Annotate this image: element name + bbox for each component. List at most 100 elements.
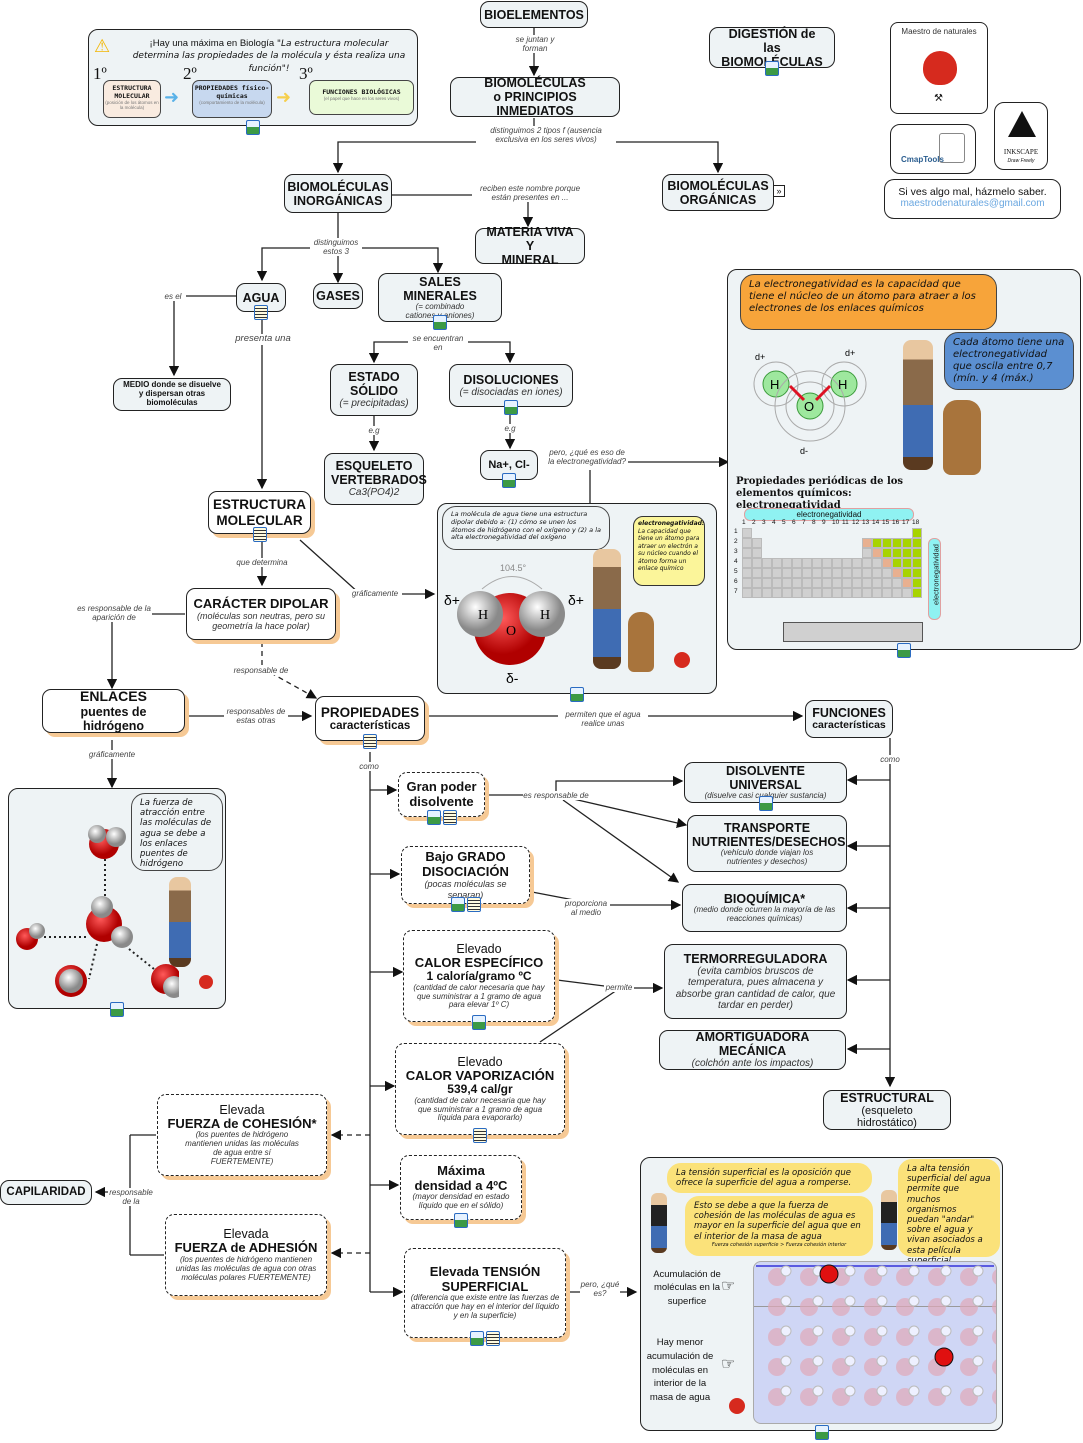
expand-icon[interactable]: » [773,185,785,197]
molecule-bg [844,1265,856,1277]
node-gases[interactable]: GASES [313,283,363,309]
node-termorreguladora[interactable]: TERMORREGULADORA (evita cambios bruscos … [664,944,847,1019]
paw-icon [923,51,957,85]
node-estado-solido[interactable]: ESTADO SÓLIDO (= precipitadas) [330,364,418,416]
node-calor-especifico[interactable]: Elevado CALOR ESPECÍFICO 1 caloría/gramo… [403,930,555,1030]
node-subtitle: (diferencia que existe entre las fuerzas… [410,1293,560,1321]
node-bioquimica[interactable]: BIOQUÍMICA* (medio donde ocurren la mayo… [682,884,847,932]
node-medio[interactable]: MEDIO donde se disuelve y dispersan otra… [113,378,231,411]
image-icon[interactable] [502,473,516,488]
periodic-cell [902,568,912,578]
image-icon[interactable] [504,400,518,415]
image-icon[interactable] [472,1015,486,1030]
image-icon[interactable] [765,61,779,76]
node-caracter-dipolar[interactable]: CARÁCTER DIPOLAR (moléculas son neutras,… [186,588,336,640]
document-icon[interactable] [252,527,267,542]
node-agua[interactable]: AGUA [236,283,286,320]
node-transporte[interactable]: TRANSPORTE NUTRIENTES/DESECHOS (vehículo… [687,815,847,872]
group-label: 6 [792,519,796,526]
node-capilaridad[interactable]: CAPILARIDAD [0,1180,92,1205]
node-gran-poder-disolvente[interactable]: Gran poder disolvente [398,772,485,825]
node-estructura-molecular[interactable]: ESTRUCTURA MOLECULAR [208,491,311,542]
periodic-cell [822,558,832,568]
node-digestion[interactable]: DIGESTIÓN de las BIOMOLÉCULAS [709,27,835,76]
node-disoluciones[interactable]: DISOLUCIONES (= disociadas en iones) [449,364,573,415]
periodic-cell [832,558,842,568]
node-cohesion[interactable]: Elevada FUERZA de COHESIÓN* (los puentes… [157,1094,327,1176]
molecule-bg [812,1295,824,1307]
node-estructural[interactable]: ESTRUCTURAL (esqueleto hidrostático) [823,1090,951,1130]
node-title-2: DISOCIACIÓN [422,863,509,879]
node-disolvente-universal[interactable]: DISOLVENTE UNIVERSAL (disuelve casi cual… [684,762,847,811]
periodic-cell [812,558,822,568]
node-title-2: SUPERFICIAL [441,1278,529,1294]
node-title: MEDIO donde se disuelve y dispersan otra… [123,380,221,407]
node-subtitle: (cantidad de calor necesaria que hay que… [414,1095,546,1123]
periodic-cell [792,558,802,568]
node-materia[interactable]: MATERIA VIVA Y MINERAL [475,225,585,267]
scientist-figure [169,877,191,967]
document-icon[interactable] [254,305,268,320]
node-biomoleculas[interactable]: BIOMOLÉCULAS o PRINCIPIOS INMEDIATOS [450,76,620,118]
node-organicas[interactable]: BIOMOLÉCULAS ORGÁNICAS [662,174,774,211]
image-icon[interactable] [426,810,441,825]
image-icon[interactable] [570,687,584,702]
node-disociacion[interactable]: Bajo GRADO DISOCIACIÓN (pocas moléculas … [401,846,530,912]
node-propiedades[interactable]: PROPIEDADES características [315,696,425,749]
node-amortiguadora[interactable]: AMORTIGUADORA MECÁNICA (colchón ante los… [659,1030,846,1070]
node-funciones[interactable]: FUNCIONES características [805,700,893,738]
image-icon[interactable] [814,1425,829,1440]
image-icon[interactable] [897,643,911,658]
document-icon[interactable] [363,734,377,749]
node-title: GASES [316,289,360,303]
periodic-cell [812,578,822,588]
image-icon[interactable] [246,120,260,135]
logo-maestro: Maestro de naturales ⚒ [890,22,988,114]
pointing-hand-icon: ☞ [721,1278,736,1295]
node-bioelementos[interactable]: BIOELEMENTOS [480,1,588,28]
document-icon[interactable] [486,1331,500,1346]
periodic-cell [802,578,812,588]
image-icon[interactable] [110,1002,124,1017]
image-icon[interactable] [470,1331,484,1346]
node-title: CALOR ESPECÍFICO [414,954,544,970]
node-densidad[interactable]: Máxima densidad a 4ºC (mayor densidad en… [400,1155,522,1228]
cohesion-formula: Fuerza cohesión superficie > Fuerza cohe… [711,1241,847,1248]
step2-note: (comportamiento de la molécula) [199,100,265,105]
node-title: DISOLUCIONES [463,372,559,387]
node-inorganicas[interactable]: BIOMOLÉCULAS INORGÁNICAS [284,174,392,213]
image-icon[interactable] [433,315,447,330]
node-subtitle: o PRINCIPIOS INMEDIATOS [493,90,577,118]
node-esqueleto[interactable]: ESQUELETO VERTEBRADOS Ca3(PO4)2 [324,453,427,505]
molecule-bg [972,1265,984,1277]
node-title: CALOR VAPORIZACIÓN [405,1067,555,1083]
link-que-determina: que determina [230,558,294,568]
node-nacl[interactable]: Na+, Cl- [480,450,538,488]
document-icon[interactable] [466,897,481,912]
period-label: 2 [734,538,738,545]
molecule-bg [844,1325,856,1337]
email-link[interactable]: maestrodenaturales@gmail.com [900,198,1045,209]
periodic-cell [852,558,862,568]
image-icon[interactable] [758,796,773,811]
group-label: 3 [762,519,766,526]
pointing-hand-icon: ☞ [721,1356,736,1373]
link-es-responsable-de: es responsable de [523,791,589,801]
feedback-text: Si ves algo mal, házmelo saber. [898,186,1047,198]
node-enlaces[interactable]: ENLACES puentes de hidrógeno [42,688,185,733]
image-icon[interactable] [454,1213,468,1228]
node-sales[interactable]: SALES MINERALES (= combinado cationes y … [378,273,502,330]
hbond-molecules [16,825,179,998]
image-icon[interactable] [450,897,465,912]
node-adhesion[interactable]: Elevada FUERZA de ADHESIÓN (los puentes … [165,1214,327,1296]
link-es-el: es el [160,292,186,302]
periodic-cell [852,568,862,578]
svg-text:δ-: δ- [506,670,519,686]
document-icon[interactable] [473,1128,487,1143]
node-calor-vaporizacion[interactable]: Elevado CALOR VAPORIZACIÓN 539,4 cal/gr … [395,1043,565,1143]
node-title: BIOMOLÉCULAS [287,179,389,194]
link-eg-1: e.g [366,426,382,436]
node-tension-superficial[interactable]: Elevada TENSIÓN SUPERFICIAL (diferencia … [404,1248,566,1346]
node-title: PROPIEDADES [320,704,420,720]
document-icon[interactable] [442,810,457,825]
